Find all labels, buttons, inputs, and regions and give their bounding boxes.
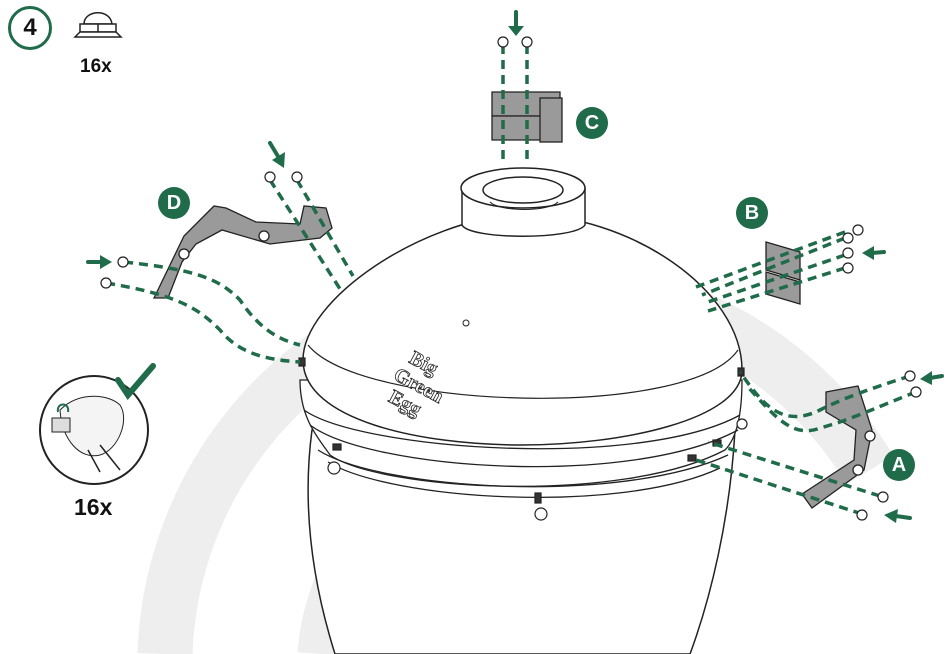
label-b: B <box>736 197 768 229</box>
bracket-c <box>491 91 563 143</box>
hand-tighten-icon <box>39 375 149 485</box>
label-a: A <box>883 449 915 481</box>
label-c: C <box>576 107 608 139</box>
acorn-nut-icon <box>73 12 123 38</box>
grill-dome <box>302 213 743 446</box>
step-number: 4 <box>8 6 52 50</box>
dome-vent-chimney <box>460 167 586 237</box>
checkmark-icon <box>115 363 156 400</box>
dashed-guides <box>105 45 917 516</box>
dome-thermometer-hole <box>462 319 470 327</box>
hardware-quantity: 16x <box>80 56 112 77</box>
grill-body <box>307 429 736 654</box>
nuts <box>100 36 922 521</box>
bracket-d <box>152 205 333 299</box>
instruction-quantity: 16x <box>74 494 113 520</box>
arrow-icon <box>86 10 944 523</box>
label-d: D <box>158 187 190 219</box>
